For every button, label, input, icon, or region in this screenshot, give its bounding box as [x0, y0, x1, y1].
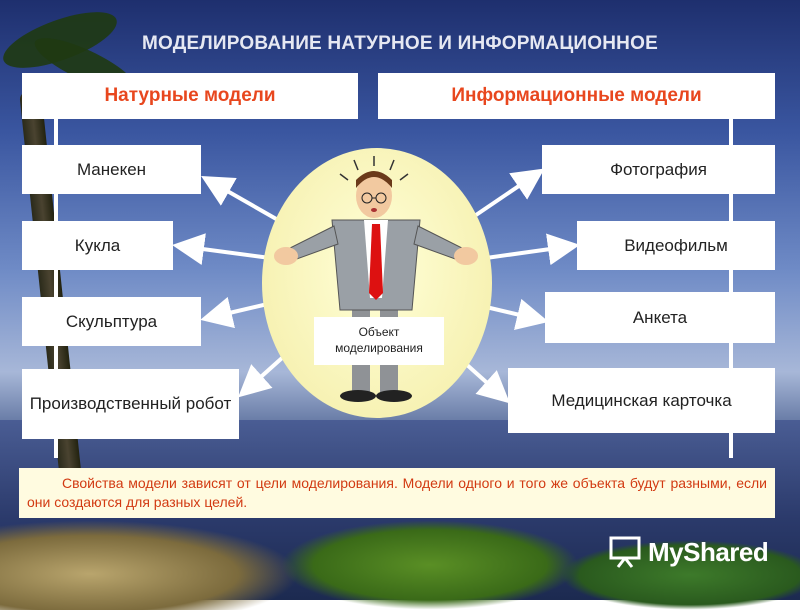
left-item-robot: Производственный робот — [22, 369, 239, 439]
arrow-to-mannequin — [201, 176, 279, 222]
slide-title: МОДЕЛИРОВАНИЕ НАТУРНОЕ И ИНФОРМАЦИОННОЕ — [142, 33, 658, 54]
arrow-to-photo — [474, 168, 545, 217]
grass-background — [280, 520, 580, 610]
arrow-to-robot — [238, 356, 284, 398]
presentation-icon — [609, 536, 641, 568]
island-background — [560, 540, 800, 610]
right-item-medical-card: Медицинская карточка — [508, 368, 775, 433]
information-models-header: Информационные модели — [378, 73, 775, 119]
arrow-to-video — [485, 233, 580, 266]
right-connector-line — [729, 118, 733, 458]
arrow-to-doll — [172, 233, 271, 266]
man-figure-icon — [274, 156, 478, 402]
left-item-mannequin: Манекен — [22, 145, 201, 194]
beach-background — [0, 520, 300, 610]
arrow-to-medical-card — [464, 362, 510, 404]
natural-models-header: Натурные модели — [22, 73, 358, 119]
logo-text: MyShared — [648, 536, 769, 567]
arrow-to-sculpture — [200, 296, 273, 329]
left-connector-line — [54, 118, 58, 458]
right-item-photo: Фотография — [542, 145, 775, 194]
footer-note: Свойства модели зависят от цели моделиро… — [19, 468, 775, 518]
left-item-sculpture: Скульптура — [22, 297, 201, 346]
object-label: Объект моделирования — [314, 317, 444, 365]
right-item-video: Видеофильм — [577, 221, 775, 270]
myshared-logo: MyShared — [608, 535, 769, 569]
right-item-questionnaire: Анкета — [545, 292, 775, 343]
left-item-doll: Кукла — [22, 221, 173, 270]
arrow-to-questionnaire — [485, 298, 549, 331]
